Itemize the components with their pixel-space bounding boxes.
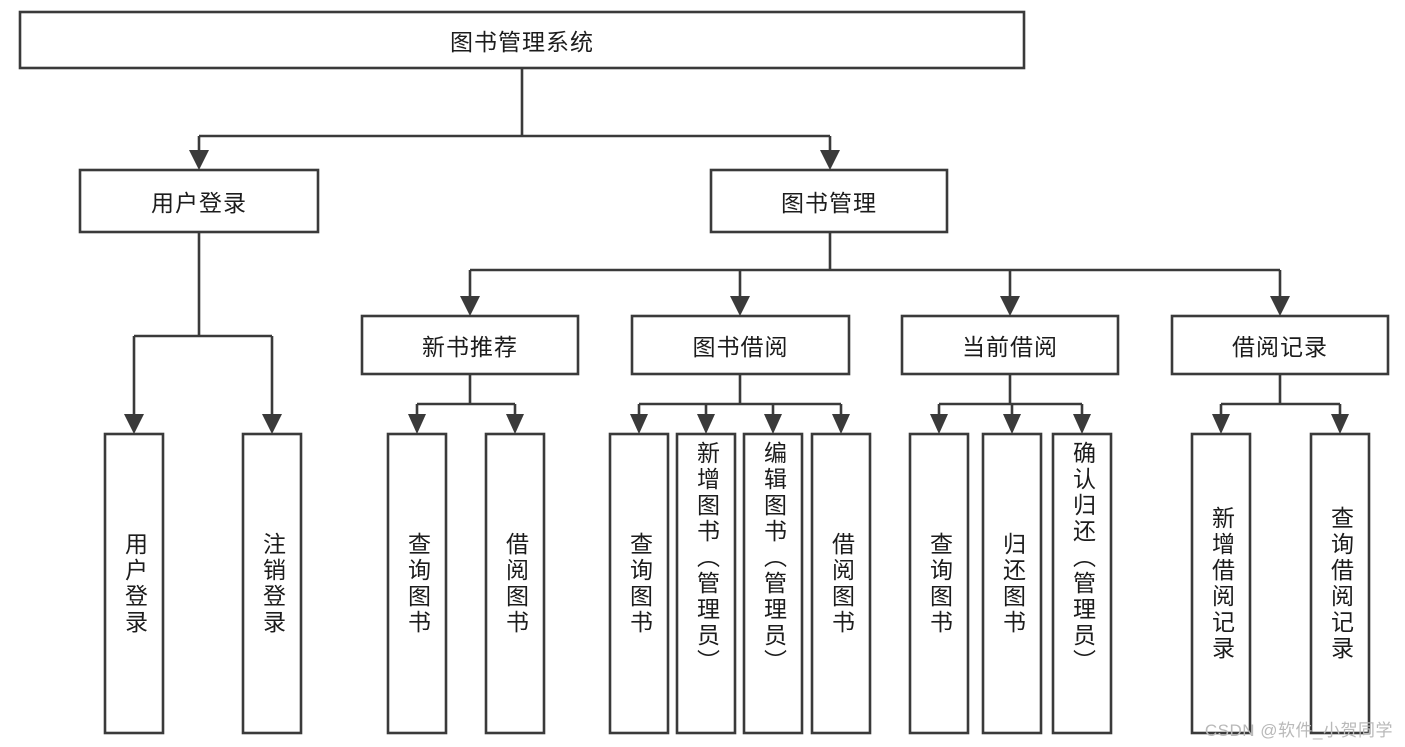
- node-leaf-add-record[interactable]: [1190, 432, 1252, 735]
- node-book-borrow[interactable]: [630, 314, 851, 376]
- connector-layer: [124, 68, 1349, 434]
- arrow-to-borrow-record: [1270, 296, 1290, 316]
- arrow-to-leaf-borrow-book-b: [832, 414, 850, 434]
- arrow-to-leaf-return-book: [1003, 414, 1021, 434]
- node-leaf-edit-book[interactable]: [742, 432, 804, 735]
- arrow-to-leaf-query-book-c: [930, 414, 948, 434]
- node-leaf-user-logout[interactable]: [241, 432, 303, 735]
- arrow-to-leaf-borrow-book-rec: [506, 414, 524, 434]
- node-leaf-add-book[interactable]: [675, 432, 737, 735]
- node-user-login[interactable]: [78, 168, 320, 234]
- arrow-to-user-login: [189, 150, 209, 170]
- arrow-to-leaf-user-logout: [262, 414, 282, 434]
- arrow-to-leaf-query-record: [1331, 414, 1349, 434]
- node-leaf-query-book-c[interactable]: [908, 432, 970, 735]
- node-box-layer: [18, 10, 1390, 735]
- arrow-to-leaf-query-book-rec: [408, 414, 426, 434]
- node-current-borrow[interactable]: [900, 314, 1120, 376]
- arrow-to-book-borrow: [730, 296, 750, 316]
- node-new-book-rec[interactable]: [360, 314, 580, 376]
- arrow-to-leaf-query-book-b: [630, 414, 648, 434]
- node-leaf-user-login[interactable]: [103, 432, 165, 735]
- arrow-to-leaf-add-record: [1212, 414, 1230, 434]
- arrow-to-leaf-add-book: [697, 414, 715, 434]
- node-borrow-record[interactable]: [1170, 314, 1390, 376]
- node-leaf-query-record[interactable]: [1309, 432, 1371, 735]
- arrow-to-new-book-rec: [460, 296, 480, 316]
- node-leaf-borrow-book-b[interactable]: [810, 432, 872, 735]
- csdn-watermark: CSDN @软件_小贺同学: [1204, 721, 1393, 740]
- arrow-to-leaf-user-login: [124, 414, 144, 434]
- node-book-manage[interactable]: [709, 168, 949, 234]
- node-leaf-query-book-rec[interactable]: [386, 432, 448, 735]
- arrow-to-book-manage: [820, 150, 840, 170]
- node-leaf-return-book[interactable]: [981, 432, 1043, 735]
- arrow-to-current-borrow: [1000, 296, 1020, 316]
- node-leaf-confirm-return[interactable]: [1051, 432, 1113, 735]
- node-leaf-query-book-b[interactable]: [608, 432, 670, 735]
- arrow-to-leaf-edit-book: [764, 414, 782, 434]
- node-leaf-borrow-book-rec[interactable]: [484, 432, 546, 735]
- arrow-to-leaf-confirm-return: [1073, 414, 1091, 434]
- node-root[interactable]: [18, 10, 1026, 70]
